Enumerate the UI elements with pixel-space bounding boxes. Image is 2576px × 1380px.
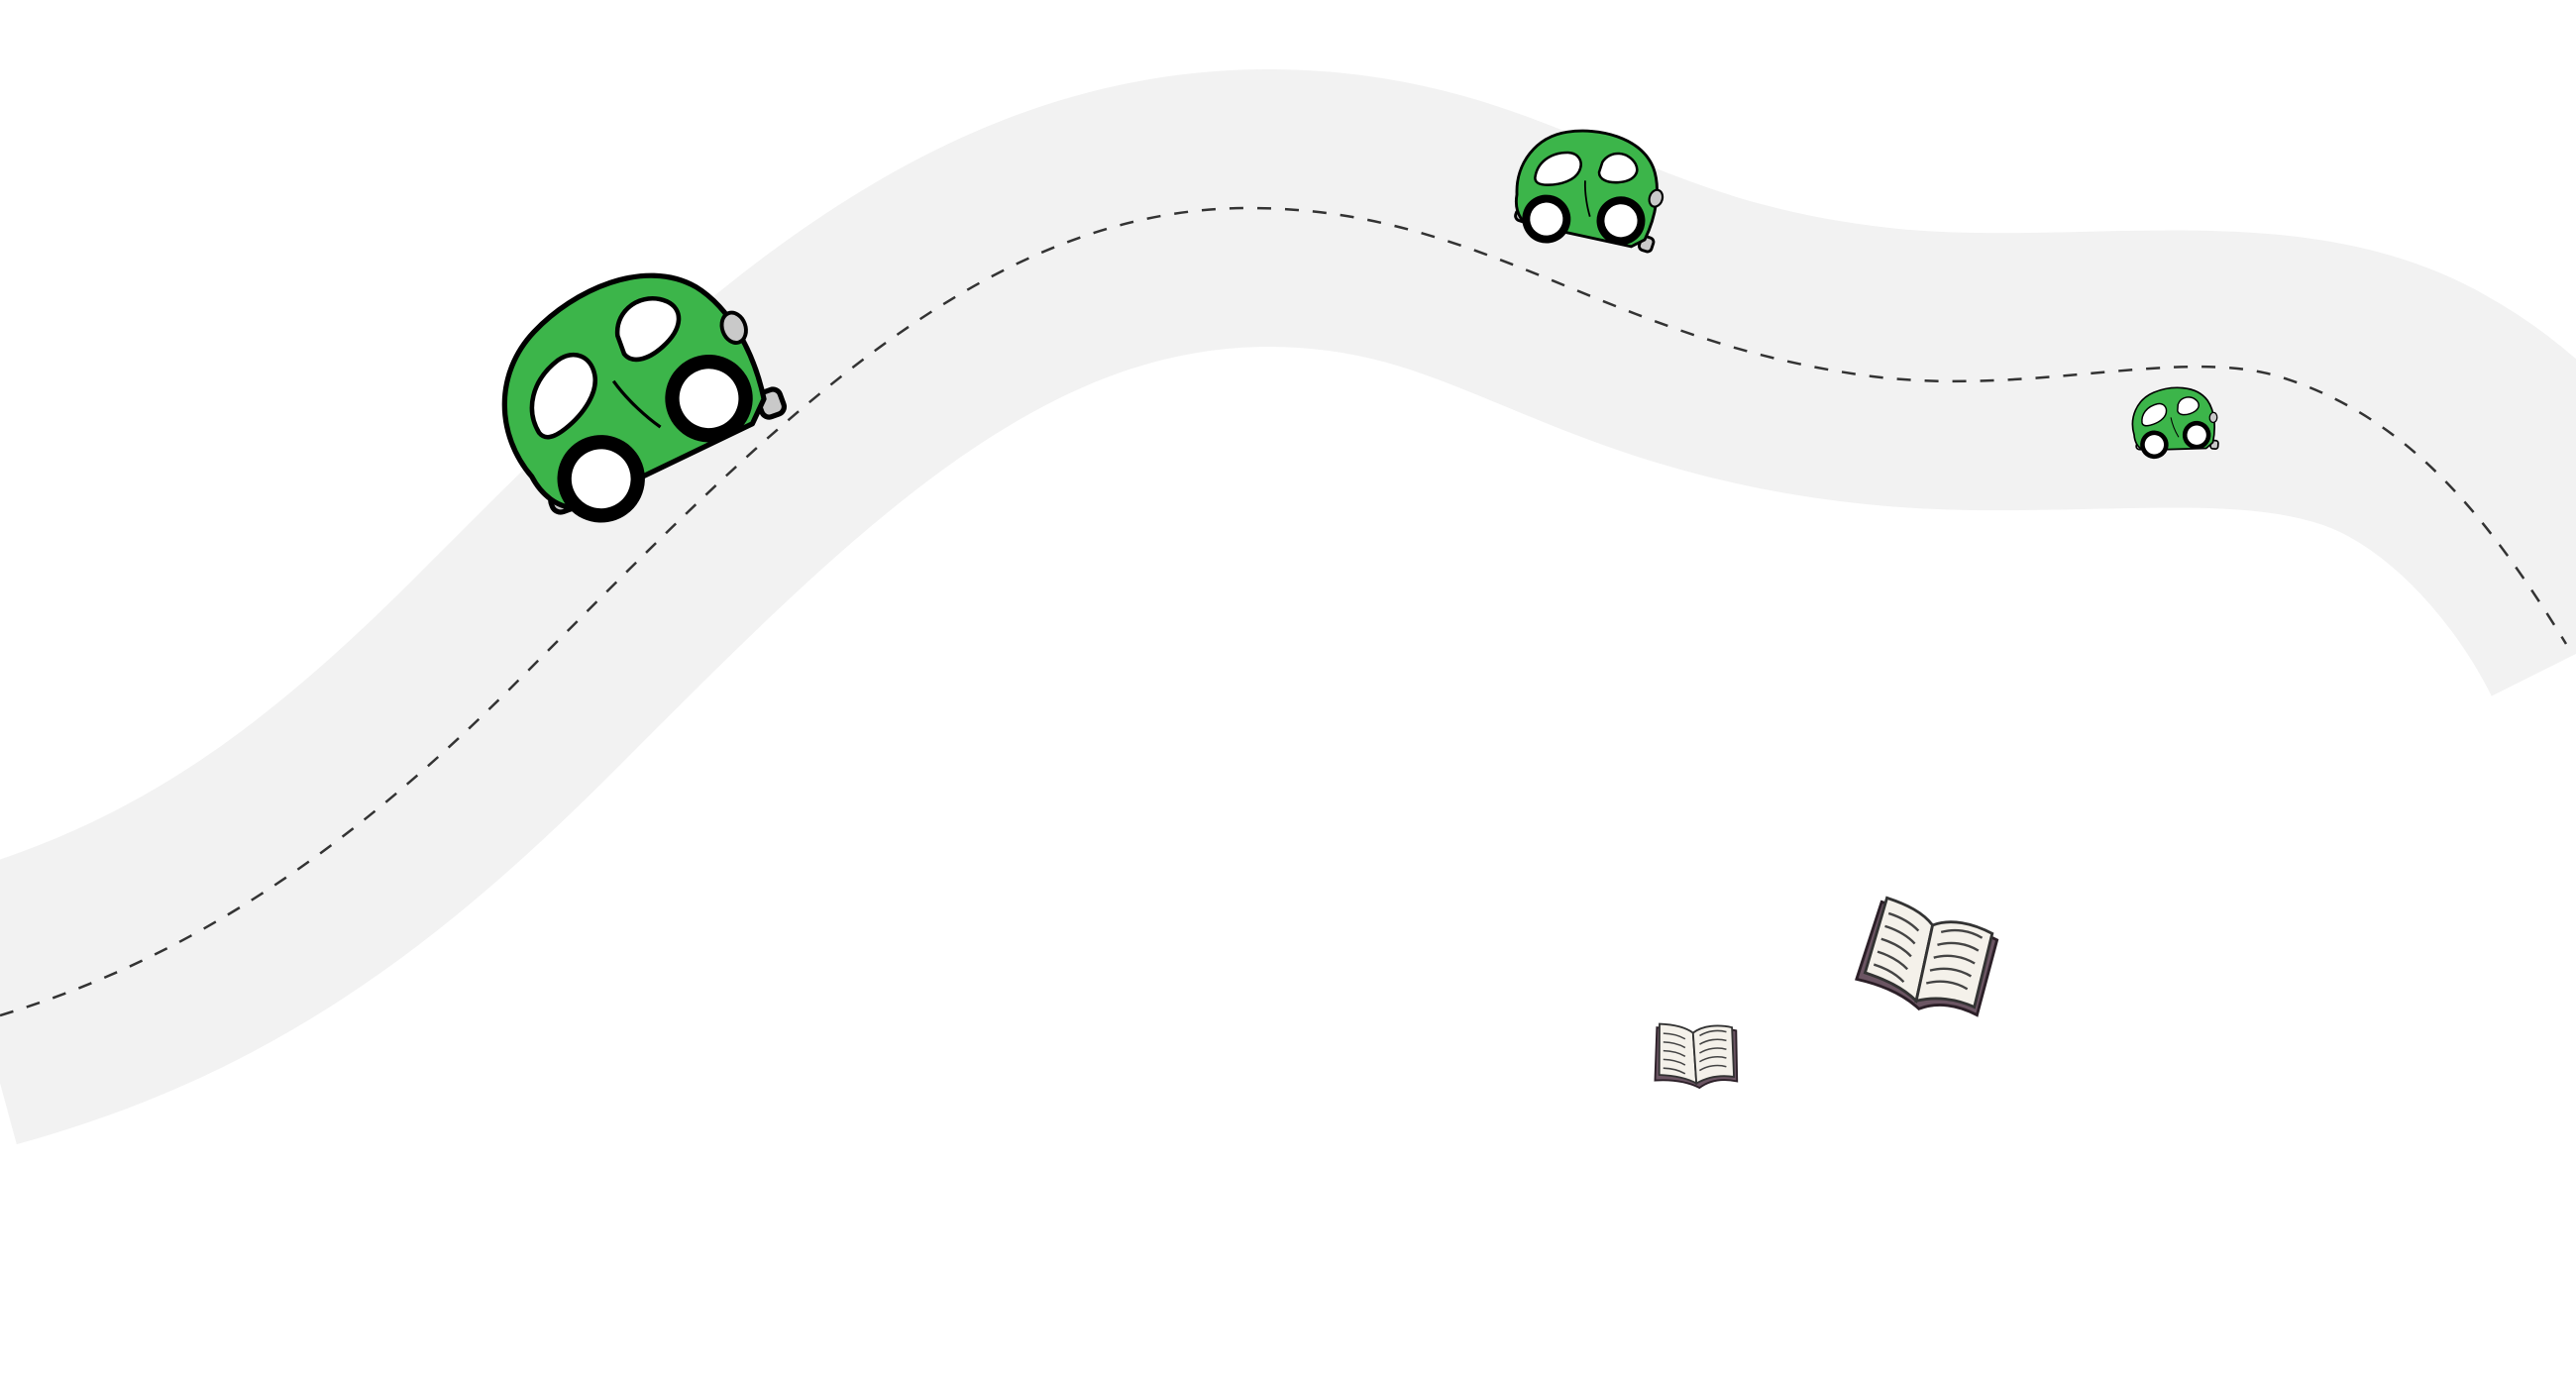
road (0, 68, 2576, 1145)
lane-line (0, 206, 2568, 1017)
